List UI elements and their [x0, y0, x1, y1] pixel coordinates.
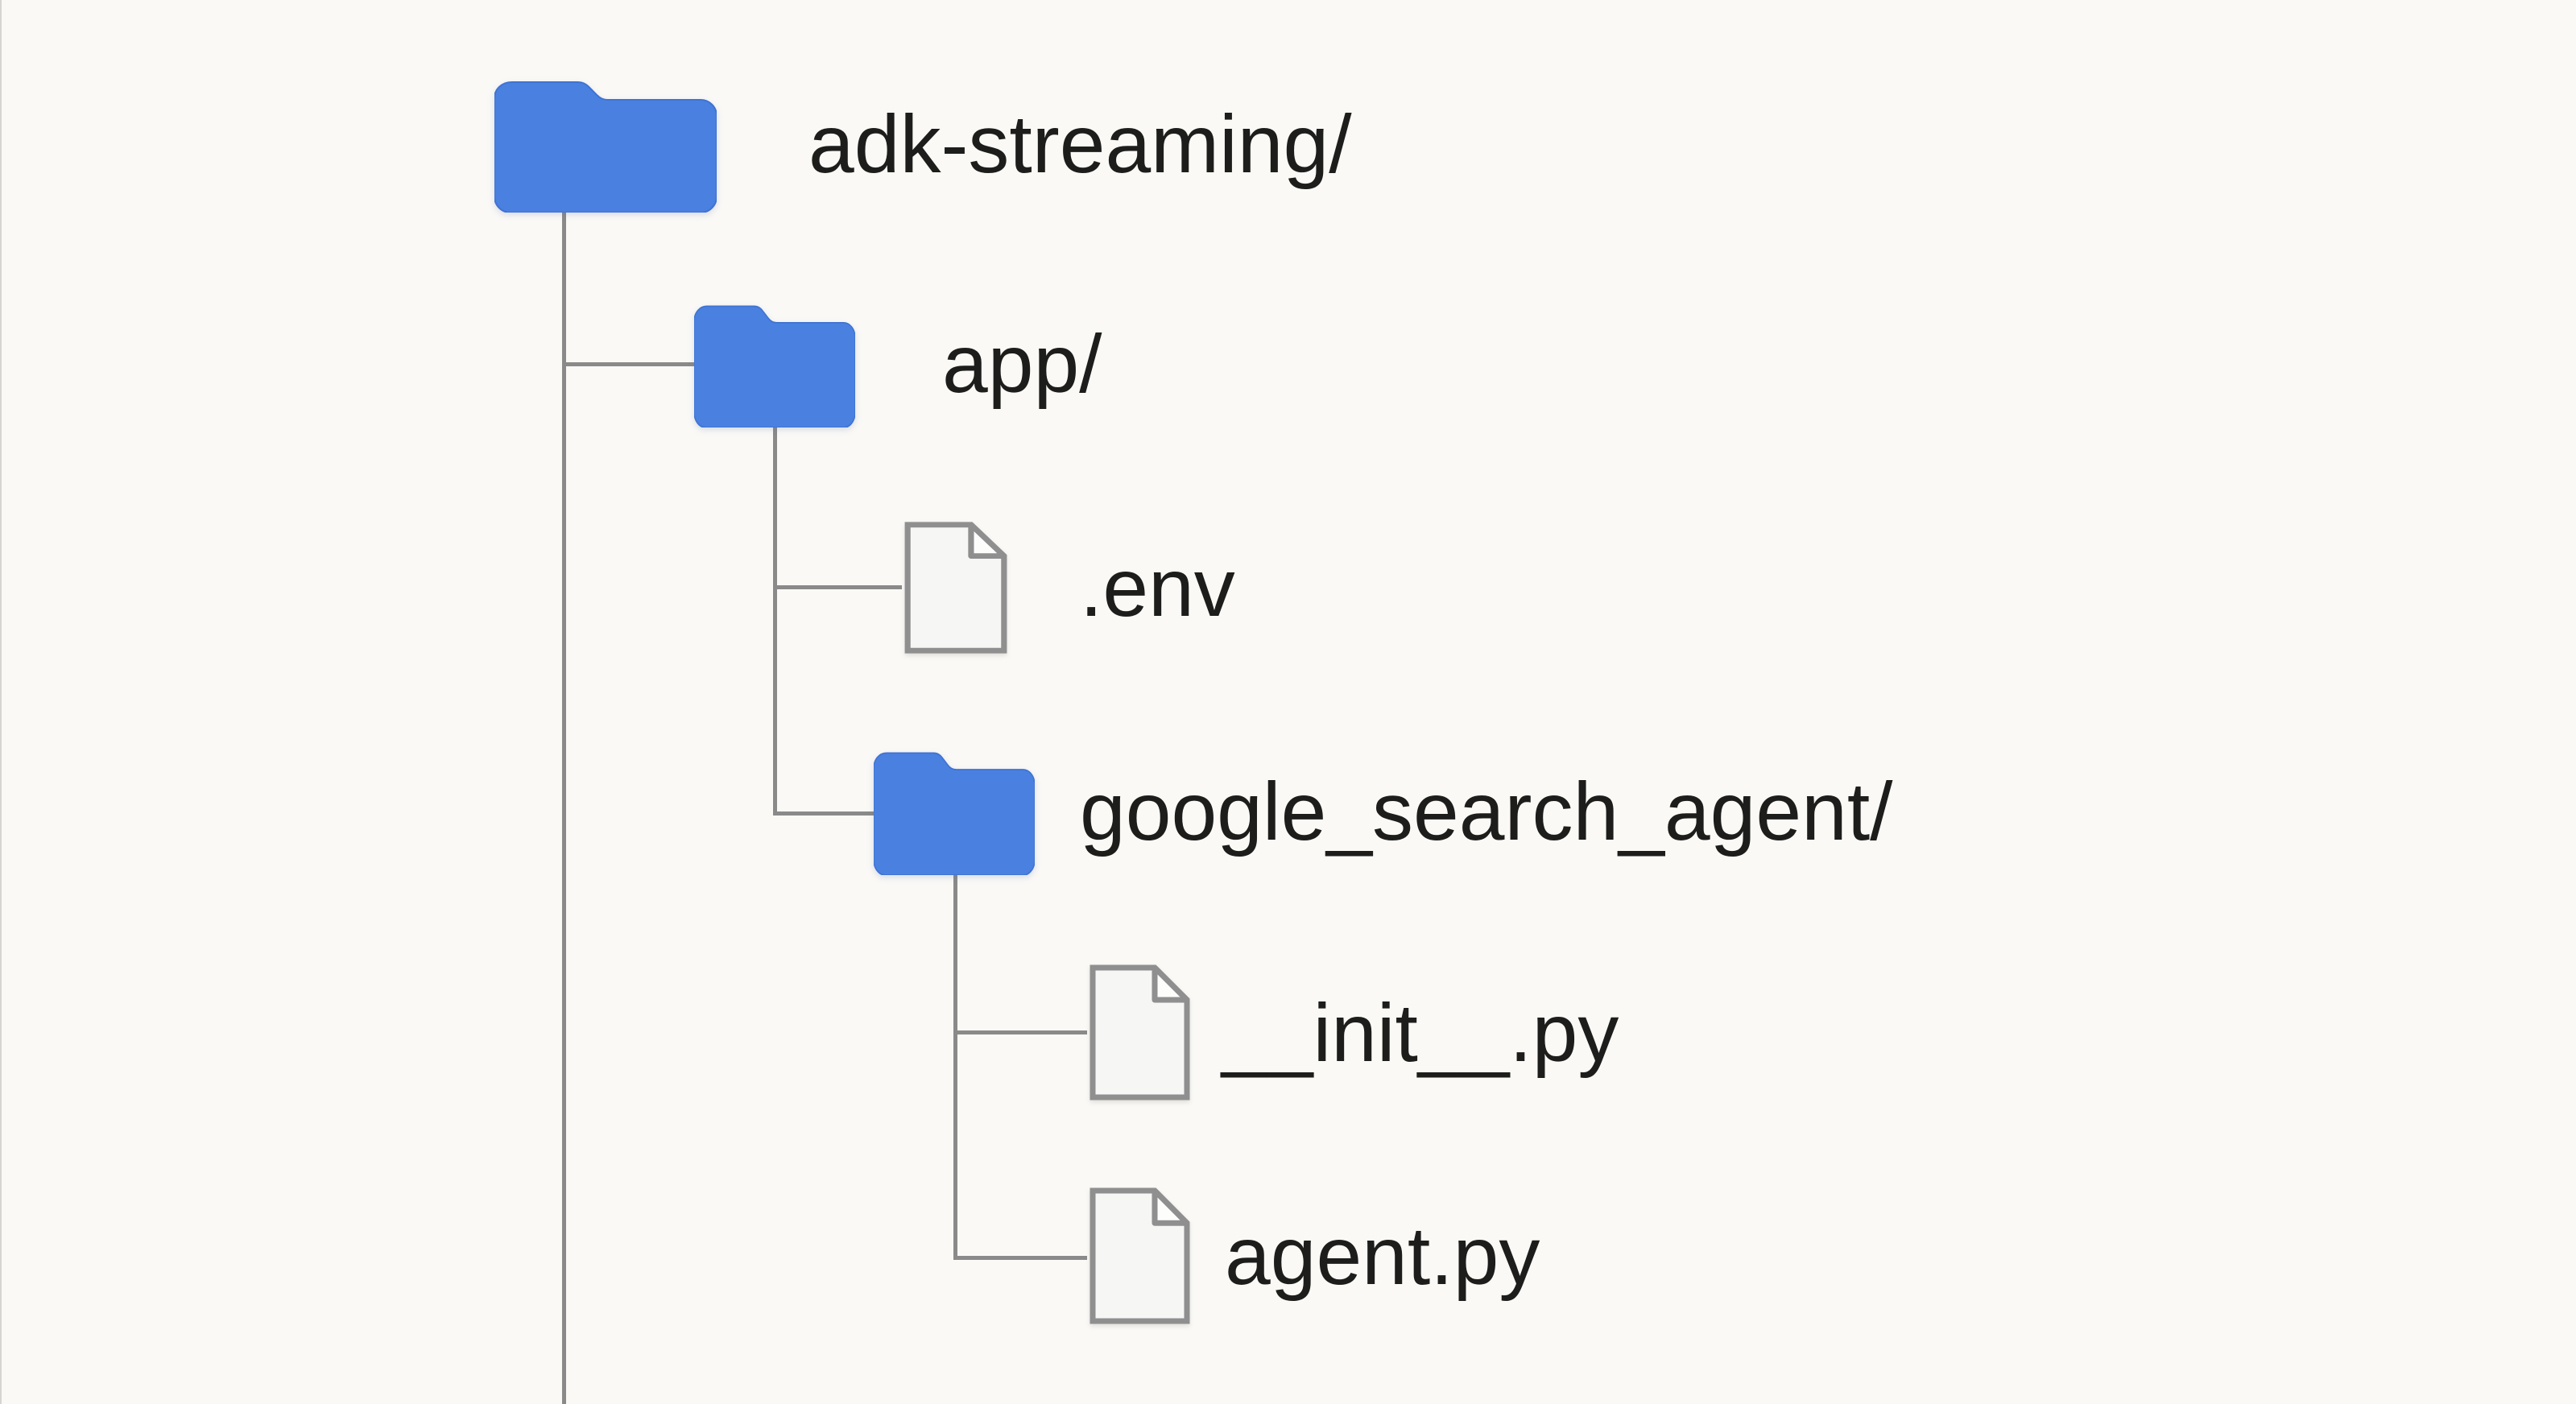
tree-node-label: .env	[1080, 542, 1235, 634]
file-icon	[904, 522, 1007, 654]
tree-node-adk-streaming: adk-streaming/	[494, 76, 1352, 213]
tree-node-label: google_search_agent/	[1080, 765, 1893, 857]
connector-trunk-adk-streaming	[562, 213, 566, 1404]
folder-icon	[694, 305, 855, 427]
folder-icon	[494, 81, 717, 213]
connector-branch-agent-py	[953, 1256, 1087, 1260]
tree-node-label: __init__.py	[1222, 986, 1619, 1079]
tree-node-label: adk-streaming/	[808, 98, 1352, 190]
tree-node-agent-py: agent.py	[1087, 1185, 1540, 1327]
connector-trunk-app	[773, 427, 777, 816]
file-icon	[1090, 1187, 1190, 1324]
connector-branch-env	[773, 585, 902, 589]
tree-node-label: agent.py	[1225, 1210, 1540, 1302]
image-left-border	[0, 0, 2, 1404]
tree-node-google-search-agent: google_search_agent/	[874, 747, 1893, 875]
tree-node-init-py: __init__.py	[1087, 962, 1619, 1103]
tree-node-app: app/	[694, 300, 1102, 427]
connector-branch-google-search-agent	[773, 811, 874, 816]
tree-node-env: .env	[902, 519, 1235, 656]
connector-branch-init-py	[953, 1030, 1087, 1034]
folder-icon	[874, 752, 1035, 875]
connector-trunk-google-search-agent	[953, 875, 957, 1260]
connector-branch-app	[562, 362, 694, 366]
file-icon	[1090, 964, 1190, 1100]
tree-node-label: app/	[942, 318, 1102, 410]
